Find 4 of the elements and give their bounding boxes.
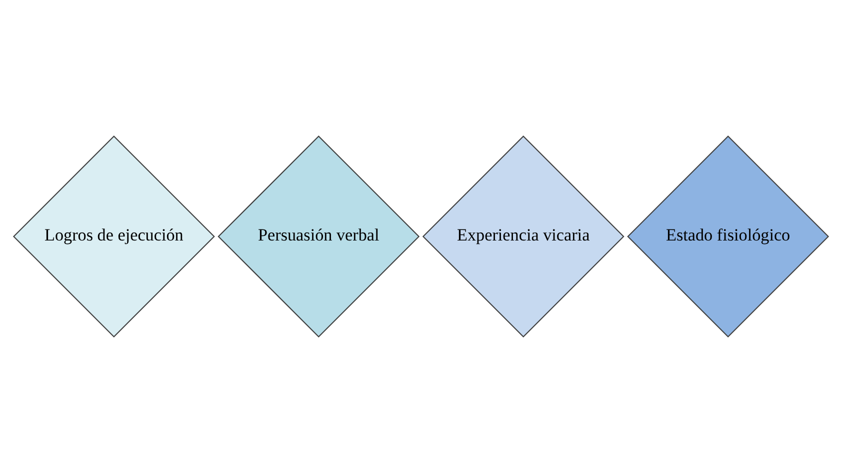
node-diamond: Estado fisiológico (627, 135, 830, 337)
node-diamond: Persuasión verbal (218, 135, 420, 337)
node-diamond: Logros de ejecución (12, 135, 215, 337)
node-diamond: Experiencia vicaria (422, 135, 624, 337)
